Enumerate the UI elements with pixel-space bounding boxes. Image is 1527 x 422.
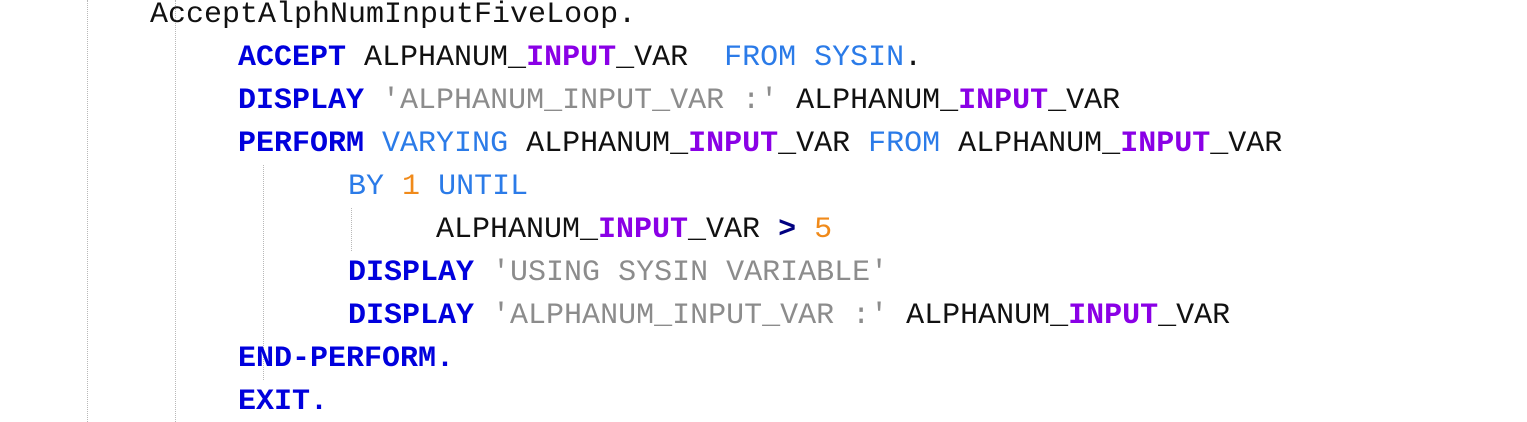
identifier-token: _VAR bbox=[616, 41, 725, 75]
code-line[interactable]: ALPHANUM_INPUT_VAR > 5 bbox=[436, 209, 832, 252]
code-line[interactable]: DISPLAY 'USING SYSIN VARIABLE' bbox=[348, 252, 888, 295]
identifier-token: ALPHANUM_ bbox=[940, 127, 1121, 161]
highlighted-match-token: INPUT bbox=[688, 127, 779, 161]
highlighted-match-token: INPUT bbox=[1068, 299, 1159, 333]
identifier-token bbox=[384, 170, 402, 204]
keyword-token: DISPLAY bbox=[348, 256, 475, 290]
indent-guide bbox=[175, 0, 176, 422]
identifier-token: ALPHANUM_ bbox=[508, 127, 689, 161]
keyword-token: ACCEPT bbox=[238, 41, 347, 75]
identifier-token: _VAR bbox=[1158, 299, 1231, 333]
identifier-token bbox=[364, 127, 382, 161]
indent-guide bbox=[351, 208, 352, 251]
code-line[interactable]: AcceptAlphNumInputFiveLoop. bbox=[150, 0, 636, 37]
keyword-token: VARYING bbox=[382, 127, 509, 161]
identifier-token: . bbox=[904, 41, 923, 75]
highlighted-match-token: INPUT bbox=[598, 213, 689, 247]
keyword-token: END-PERFORM. bbox=[238, 342, 455, 376]
identifier-token: ALPHANUM_ bbox=[436, 213, 599, 247]
highlighted-match-token: INPUT bbox=[526, 41, 617, 75]
identifier-token: ALPHANUM_ bbox=[888, 299, 1069, 333]
keyword-token: DISPLAY bbox=[238, 84, 365, 118]
identifier-token: _VAR bbox=[778, 127, 869, 161]
identifier-token: _VAR bbox=[1048, 84, 1121, 118]
number-literal-token: 1 bbox=[402, 170, 421, 204]
identifier-token bbox=[474, 299, 492, 333]
code-line[interactable]: PERFORM VARYING ALPHANUM_INPUT_VAR FROM … bbox=[238, 123, 1282, 166]
identifier-token: ALPHANUM_ bbox=[346, 41, 527, 75]
identifier-token: _VAR bbox=[688, 213, 779, 247]
identifier-token: _VAR bbox=[1210, 127, 1283, 161]
string-literal-token: 'USING SYSIN VARIABLE' bbox=[492, 256, 889, 290]
highlighted-match-token: INPUT bbox=[1120, 127, 1211, 161]
identifier-token bbox=[796, 213, 814, 247]
identifier-token bbox=[474, 256, 492, 290]
identifier-token bbox=[420, 170, 438, 204]
keyword-token: FROM SYSIN bbox=[724, 41, 905, 75]
keyword-token: EXIT. bbox=[238, 385, 329, 419]
string-literal-token: 'ALPHANUM_INPUT_VAR :' bbox=[382, 84, 779, 118]
number-literal-token: 5 bbox=[814, 213, 833, 247]
identifier-token: ALPHANUM_ bbox=[778, 84, 959, 118]
keyword-token: PERFORM bbox=[238, 127, 365, 161]
identifier-token bbox=[364, 84, 382, 118]
keyword-token: DISPLAY bbox=[348, 299, 475, 333]
code-line[interactable]: EXIT. bbox=[238, 381, 328, 422]
highlighted-match-token: INPUT bbox=[958, 84, 1049, 118]
code-line[interactable]: BY 1 UNTIL bbox=[348, 166, 528, 209]
keyword-token: FROM bbox=[868, 127, 941, 161]
indent-guide bbox=[87, 0, 88, 422]
keyword-token: BY bbox=[348, 170, 385, 204]
keyword-token: UNTIL bbox=[438, 170, 529, 204]
string-literal-token: 'ALPHANUM_INPUT_VAR :' bbox=[492, 299, 889, 333]
operator-token: > bbox=[778, 213, 797, 247]
identifier-token: AcceptAlphNumInputFiveLoop. bbox=[150, 0, 637, 32]
indent-guide bbox=[263, 165, 264, 380]
code-line[interactable]: DISPLAY 'ALPHANUM_INPUT_VAR :' ALPHANUM_… bbox=[348, 295, 1230, 338]
code-line[interactable]: END-PERFORM. bbox=[238, 338, 454, 381]
code-line[interactable]: DISPLAY 'ALPHANUM_INPUT_VAR :' ALPHANUM_… bbox=[238, 80, 1120, 123]
code-line[interactable]: ACCEPT ALPHANUM_INPUT_VAR FROM SYSIN. bbox=[238, 37, 922, 80]
